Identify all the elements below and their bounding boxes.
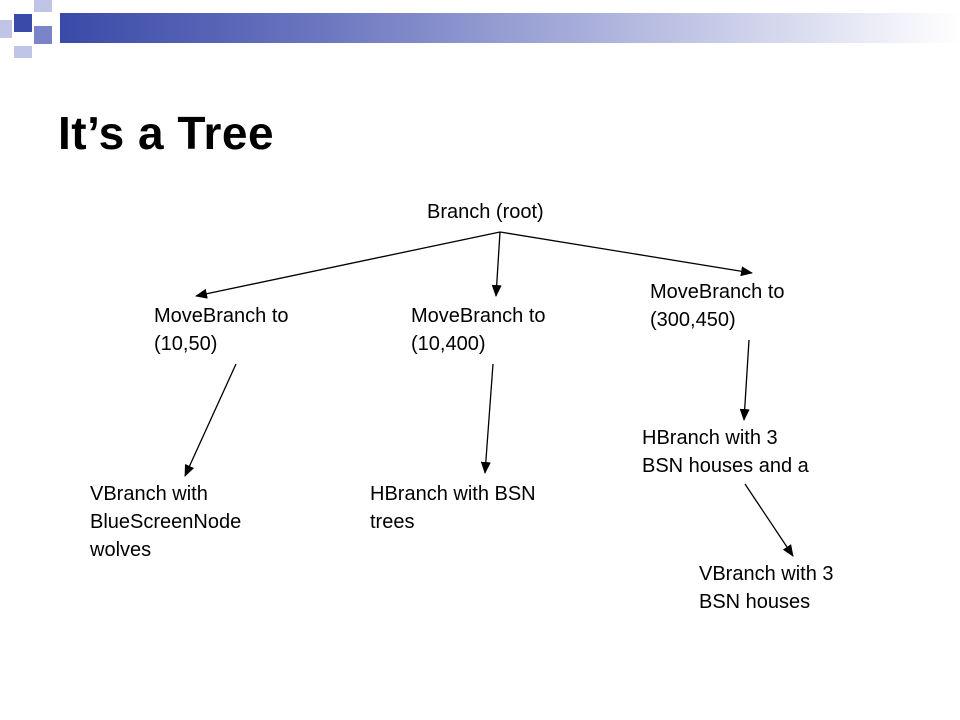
header-square-light (0, 20, 12, 38)
slide-title: It’s a Tree (58, 107, 275, 159)
node-label-line: trees (370, 511, 415, 533)
node-label-line: wolves (90, 539, 152, 561)
tree-node-move-10-400: MoveBranch to (10,400) (411, 302, 546, 358)
edge-root-to-move1 (195, 231, 501, 299)
edge-move3-to-hbranch-houses (739, 339, 750, 421)
header-square-light (34, 0, 52, 12)
tree-node-root: Branch (root) (427, 198, 544, 226)
tree-node-vbranch-wolves: VBranch with BlueScreenNode wolves (90, 480, 241, 564)
edge-root-to-move2 (491, 231, 502, 297)
node-label-line: BSN houses and a (642, 455, 809, 477)
tree-node-move-300-450: MoveBranch to (300,450) (650, 278, 785, 334)
node-label-line: (10,50) (154, 333, 218, 355)
tree-node-hbranch-trees: HBranch with BSN trees (370, 480, 536, 536)
node-label-line: HBranch with 3 (642, 427, 778, 449)
edge-move2-to-hbranch-trees (480, 363, 494, 474)
slide-header (0, 0, 960, 60)
edge-move1-to-vbranch-wolves (184, 363, 237, 477)
node-label-line: VBranch with 3 (699, 563, 834, 585)
node-label-line: (300,450) (650, 309, 736, 331)
tree-node-vbranch-houses: VBranch with 3 BSN houses (699, 560, 834, 616)
node-label-line: Branch (root) (427, 201, 544, 223)
edge-root-to-move3 (499, 231, 753, 277)
edge-hbranch-houses-to-vbranch-houses (744, 483, 794, 557)
node-label-line: MoveBranch to (154, 305, 289, 327)
node-label-line: MoveBranch to (650, 281, 785, 303)
node-label-line: BlueScreenNode (90, 511, 242, 533)
node-label-line: HBranch with BSN (370, 483, 536, 505)
node-label-line: MoveBranch to (411, 305, 546, 327)
tree-node-hbranch-houses: HBranch with 3 BSN houses and a (642, 424, 809, 480)
header-gradient-bar (60, 13, 960, 43)
header-square-dark (14, 14, 32, 32)
node-label-line: VBranch with (90, 483, 208, 505)
header-square-mid (34, 26, 52, 44)
node-label-line: (10,400) (411, 333, 486, 355)
header-square-light (14, 46, 32, 58)
node-label-line: BSN houses (699, 591, 811, 613)
tree-node-move-10-50: MoveBranch to (10,50) (154, 302, 289, 358)
